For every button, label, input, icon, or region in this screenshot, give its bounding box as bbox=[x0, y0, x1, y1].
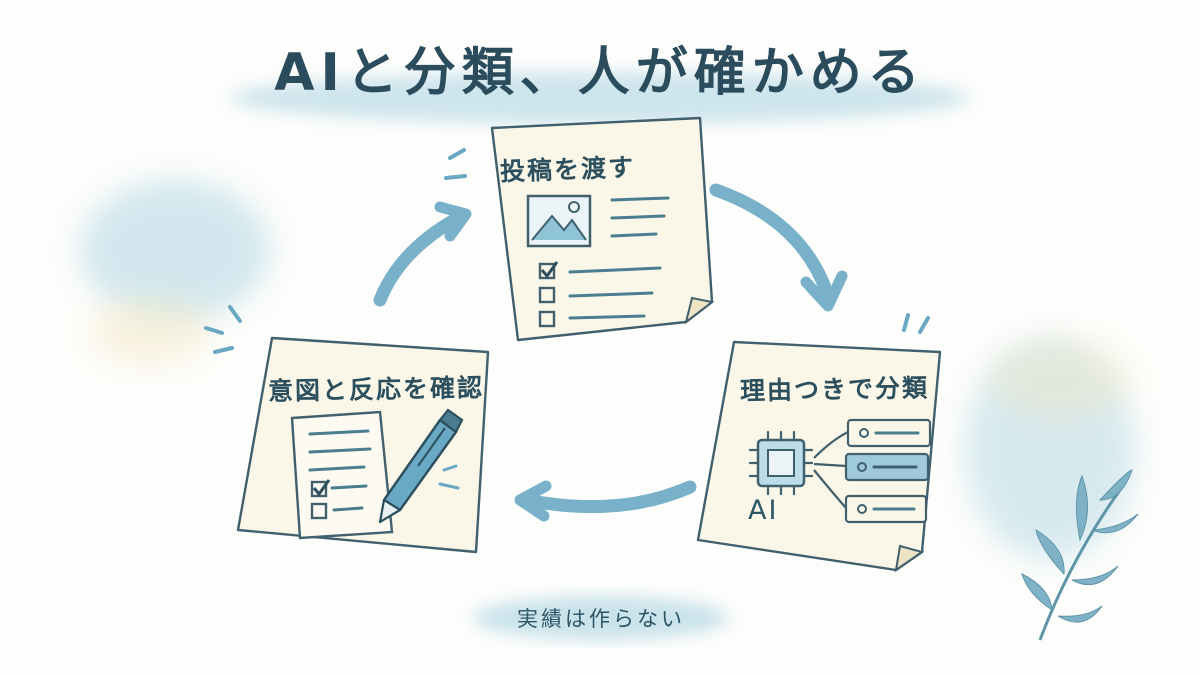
pen-sparkle bbox=[438, 464, 460, 490]
post-card bbox=[490, 116, 715, 342]
pen-icon bbox=[378, 408, 464, 524]
accent-strokes bbox=[204, 148, 930, 354]
ai-chip-label: AI bbox=[748, 495, 779, 526]
category-labels bbox=[844, 418, 932, 524]
step-review-title: 意図と反応を確認 bbox=[267, 373, 485, 406]
arrow-to-post-step bbox=[373, 211, 465, 307]
footer-note: 実績は作らない bbox=[517, 607, 685, 631]
arrow-to-review-step bbox=[519, 480, 697, 514]
ai-chip-icon bbox=[748, 430, 814, 496]
classify-card bbox=[696, 340, 942, 573]
text-lines bbox=[568, 196, 670, 320]
checklist-icon bbox=[538, 261, 559, 328]
watercolor-washes bbox=[80, 72, 1135, 640]
arrow-to-classify-step bbox=[709, 183, 833, 297]
document-icon bbox=[290, 410, 394, 540]
image-placeholder-icon bbox=[526, 194, 592, 248]
review-card bbox=[236, 336, 490, 554]
branch-lines bbox=[813, 431, 849, 509]
page-title: AIと分類、人が確かめる bbox=[274, 43, 926, 103]
cycle-arrows bbox=[373, 183, 848, 522]
step-classify-title: 理由つきで分類 bbox=[739, 373, 930, 406]
step-post-title: 投稿を渡す bbox=[499, 152, 636, 187]
leaf-sprig bbox=[1021, 469, 1139, 641]
